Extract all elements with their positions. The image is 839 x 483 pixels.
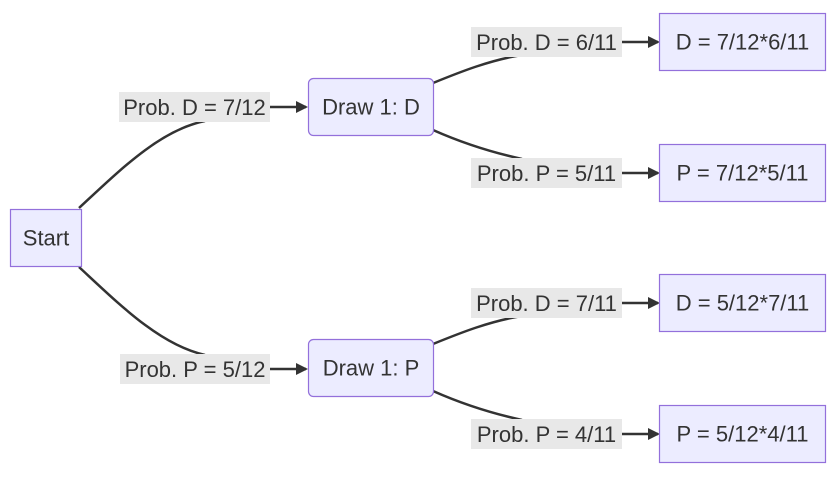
edge-label-start-to-draw-d: Prob. D = 7/12 xyxy=(119,92,270,122)
node-draw-1-d: Draw 1: D xyxy=(307,77,435,137)
edge-label-draw-p-to-pp: Prob. P = 4/11 xyxy=(471,419,622,449)
node-outcome-dp-label: P = 7/12*5/11 xyxy=(677,161,809,186)
edge-label-text: Prob. P = 5/11 xyxy=(477,161,616,186)
edge-label-draw-p-to-pd: Prob. D = 7/11 xyxy=(471,288,622,318)
edge-label-text: Prob. P = 4/11 xyxy=(477,422,616,447)
edge-draw-d-to-dp-curve xyxy=(432,128,523,161)
node-start: Start xyxy=(9,208,83,268)
node-outcome-dd-label: D = 7/12*6/11 xyxy=(676,30,810,55)
node-draw-1-p: Draw 1: P xyxy=(307,338,435,398)
node-outcome-pd: D = 5/12*7/11 xyxy=(658,273,827,333)
edge-label-text: Prob. P = 5/12 xyxy=(125,357,266,382)
node-outcome-pp: P = 5/12*4/11 xyxy=(658,404,827,464)
edge-draw-p-to-pd-curve xyxy=(432,314,523,346)
node-start-label: Start xyxy=(23,226,69,251)
edge-label-text: Prob. D = 7/11 xyxy=(476,291,617,316)
node-draw-1-p-label: Draw 1: P xyxy=(323,356,420,381)
edge-start-to-draw-d-curve xyxy=(78,119,206,209)
edge-label-text: Prob. D = 7/12 xyxy=(123,95,265,120)
edge-draw-p-to-pp-curve xyxy=(432,389,523,422)
node-draw-1-d-label: Draw 1: D xyxy=(322,95,420,120)
edge-start-to-draw-p-curve xyxy=(78,266,206,357)
node-outcome-dp: P = 7/12*5/11 xyxy=(658,143,827,203)
edge-label-start-to-draw-p: Prob. P = 5/12 xyxy=(120,354,270,384)
node-outcome-dd: D = 7/12*6/11 xyxy=(658,12,827,72)
node-outcome-pp-label: P = 5/12*4/11 xyxy=(677,422,809,447)
edge-label-draw-d-to-dp: Prob. P = 5/11 xyxy=(471,158,622,188)
edge-draw-d-to-dd-curve xyxy=(432,53,523,85)
edge-label-text: Prob. D = 6/11 xyxy=(476,30,617,55)
node-outcome-pd-label: D = 5/12*7/11 xyxy=(676,291,810,316)
edge-label-draw-d-to-dd: Prob. D = 6/11 xyxy=(471,27,622,57)
